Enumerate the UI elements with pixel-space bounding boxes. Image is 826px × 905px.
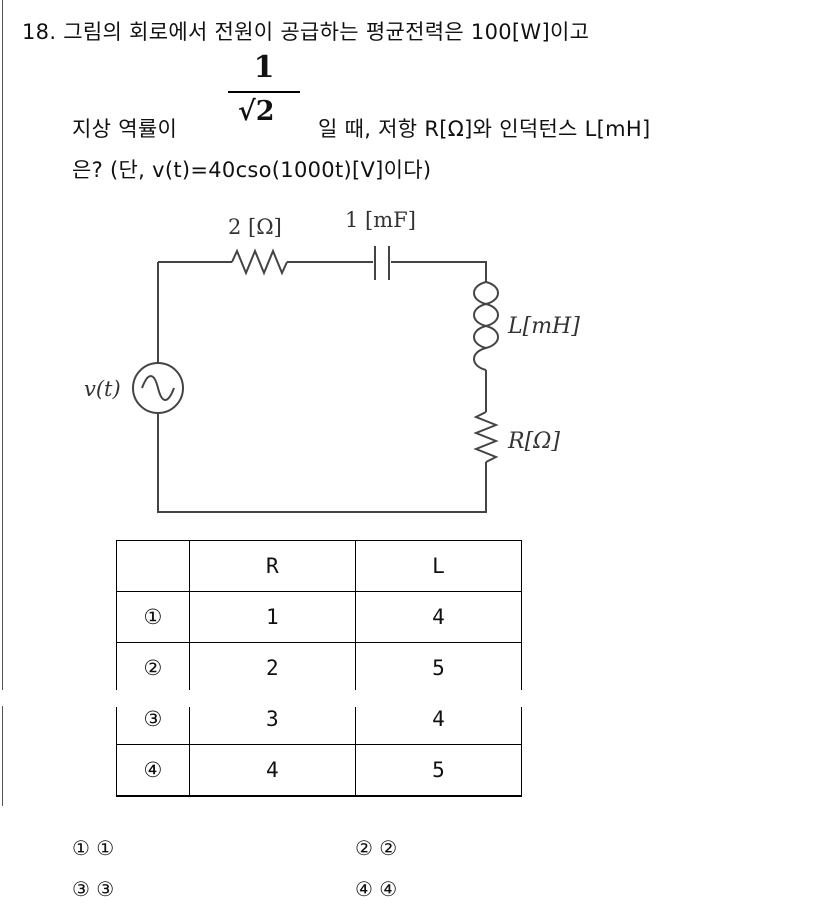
left-margin-line bbox=[2, 706, 3, 806]
left-margin-line bbox=[2, 0, 3, 690]
source-label: v(t) bbox=[84, 377, 121, 401]
inductor-symbol bbox=[473, 281, 499, 371]
question-line-1: 18. 그림의 회로에서 전원이 공급하는 평균전력은 100[W]이고 bbox=[22, 20, 590, 44]
resistor-r-symbol bbox=[473, 411, 499, 463]
ac-source-wave bbox=[141, 375, 175, 401]
answer-choice-1[interactable]: ① ① bbox=[72, 836, 115, 860]
fraction-bar bbox=[228, 91, 300, 93]
row-number-cell: ② bbox=[116, 642, 190, 694]
l-value-cell: 5 bbox=[354, 744, 523, 797]
resistor-label: 2 [Ω] bbox=[228, 215, 282, 239]
question-line-3: 은? (단, v(t)=40cso(1000t)[V]이다) bbox=[72, 158, 432, 182]
table-row: ④ 4 5 bbox=[116, 744, 523, 797]
header-cell-blank bbox=[116, 540, 190, 592]
r-value-cell: 1 bbox=[188, 591, 356, 643]
row-number-cell: ① bbox=[116, 591, 190, 643]
answer-choice-2[interactable]: ② ② bbox=[355, 836, 398, 860]
fraction-denominator: √2 bbox=[238, 96, 275, 127]
r-value-cell: 2 bbox=[188, 642, 356, 694]
options-table: R L ① 1 4 ② 2 5 ③ 3 4 ④ 4 5 bbox=[116, 540, 523, 797]
power-factor-fraction: 1 √2 bbox=[228, 50, 300, 145]
page-break-gap bbox=[100, 690, 540, 707]
l-value-cell: 5 bbox=[354, 642, 523, 694]
bottom-wire bbox=[157, 413, 487, 513]
question-line-2-prefix: 지상 역률이 bbox=[72, 117, 178, 141]
l-value-cell: 4 bbox=[354, 591, 523, 643]
r-label: R[Ω] bbox=[507, 429, 560, 454]
header-cell-r: R bbox=[188, 540, 356, 592]
resistor-symbol bbox=[231, 248, 288, 276]
ac-source-circle bbox=[132, 362, 184, 414]
inductor-label: L[mH] bbox=[507, 314, 580, 339]
table-row: ② 2 5 bbox=[116, 642, 523, 694]
row-number-cell: ④ bbox=[116, 744, 190, 797]
answer-choice-3[interactable]: ③ ③ bbox=[72, 877, 115, 901]
circuit-diagram: 2 [Ω] 1 [mF] L[mH] R[Ω] v(t) bbox=[84, 208, 580, 513]
table-header-row: R L bbox=[116, 540, 523, 592]
table-row: ① 1 4 bbox=[116, 591, 523, 643]
top-wire-right bbox=[391, 261, 487, 282]
capacitor-label: 1 [mF] bbox=[345, 208, 416, 232]
fraction-numerator: 1 bbox=[253, 50, 275, 85]
header-cell-l: L bbox=[354, 540, 523, 592]
r-value-cell: 4 bbox=[188, 744, 356, 797]
question-line-2-suffix: 일 때, 저항 R[Ω]와 인덕턴스 L[mH] bbox=[318, 117, 651, 141]
answer-choice-4[interactable]: ④ ④ bbox=[355, 877, 398, 901]
capacitor-symbol bbox=[374, 246, 390, 280]
